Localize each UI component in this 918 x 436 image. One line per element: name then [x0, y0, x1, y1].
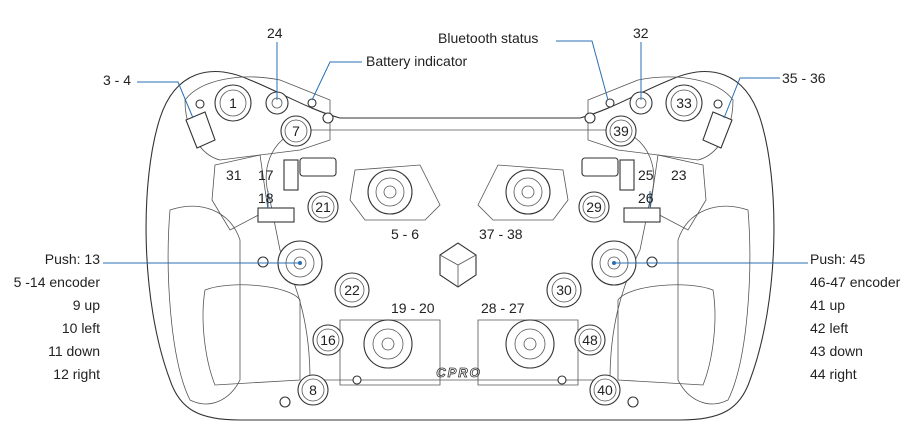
switch-17	[283, 159, 299, 191]
button-33: 33	[665, 84, 703, 122]
button-48: 48	[574, 324, 606, 356]
switch-26	[623, 207, 661, 223]
svg-text:8: 8	[309, 382, 317, 398]
label-encoder-5-14: 5 -14 encoder	[13, 274, 100, 290]
label-push-13: Push: 13	[44, 251, 100, 267]
label-26: 26	[638, 190, 654, 206]
label-31: 31	[226, 167, 242, 183]
label-37-38: 37 - 38	[479, 226, 523, 242]
label-25: 25	[638, 167, 654, 183]
rotary-switch-right-bottom-housing	[477, 319, 579, 386]
label-28-27: 28 - 27	[481, 300, 525, 316]
brand-logo: CPRO	[436, 365, 482, 380]
svg-text:30: 30	[556, 282, 572, 298]
label-9-up: 9 up	[72, 297, 100, 313]
svg-text:48: 48	[582, 332, 598, 348]
rotary-switch-right-bottom	[505, 319, 555, 369]
label-24: 24	[267, 25, 283, 41]
left-grip	[167, 205, 241, 405]
button-1: 1	[214, 84, 252, 122]
leader-lines	[103, 40, 808, 264]
label-push-45: Push: 45	[810, 251, 866, 267]
right-paddle-23	[649, 154, 707, 231]
button-22: 22	[334, 272, 370, 308]
button-39: 39	[605, 115, 637, 147]
svg-text:22: 22	[344, 282, 360, 298]
label-19-20: 19 - 20	[391, 300, 435, 316]
rotary-switch-left-top-housing	[349, 164, 441, 221]
label-43-down: 43 down	[810, 343, 863, 359]
label-41-up: 41 up	[810, 297, 846, 313]
label-44-right: 44 right	[810, 366, 857, 382]
encoder-3-4	[185, 111, 216, 149]
label-35-36: 35 - 36	[782, 70, 826, 86]
encoder-35-36	[702, 111, 733, 149]
rotary-switch-right-top-housing	[477, 164, 569, 221]
button-8: 8	[297, 374, 329, 406]
label-5-6: 5 - 6	[391, 226, 420, 242]
label-42-left: 42 left	[810, 320, 849, 336]
button-21: 21	[307, 191, 339, 223]
rotary-switch-right-top	[505, 169, 551, 215]
label-23: 23	[671, 167, 687, 183]
label-32: 32	[633, 25, 649, 41]
svg-text:1: 1	[229, 95, 237, 111]
label-bluetooth-status: Bluetooth status	[438, 30, 539, 46]
svg-text:33: 33	[676, 95, 692, 111]
label-10-left: 10 left	[61, 320, 100, 336]
right-grip	[677, 205, 751, 405]
label-17: 17	[258, 167, 274, 183]
svg-text:40: 40	[597, 382, 613, 398]
svg-text:16: 16	[320, 332, 336, 348]
button-7: 7	[280, 115, 312, 147]
left-lower-pod	[202, 284, 301, 386]
svg-text:29: 29	[586, 199, 602, 215]
switch-18	[257, 207, 295, 223]
label-18: 18	[258, 190, 274, 206]
button-29: 29	[578, 191, 610, 223]
switch-25	[619, 159, 635, 191]
button-16: 16	[312, 324, 344, 356]
button-30: 30	[546, 272, 582, 308]
left-paddle-31	[211, 154, 269, 231]
label-battery-indicator: Battery indicator	[366, 53, 468, 69]
svg-text:39: 39	[613, 123, 629, 139]
battery-led	[307, 98, 317, 108]
right-lower-pod	[617, 284, 716, 386]
label-encoder-46-47: 46-47 encoder	[810, 274, 901, 290]
rotary-switch-left-bottom	[363, 319, 413, 369]
svg-text:21: 21	[315, 199, 331, 215]
label-12-right: 12 right	[53, 366, 100, 382]
bluetooth-led	[605, 98, 615, 108]
button-40: 40	[589, 374, 621, 406]
label-11-down: 11 down	[48, 343, 100, 359]
label-3-4: 3 - 4	[103, 72, 132, 88]
rotary-switch-left-top	[367, 169, 413, 215]
rotary-switch-left-bottom-housing	[339, 319, 441, 386]
svg-text:7: 7	[292, 123, 300, 139]
